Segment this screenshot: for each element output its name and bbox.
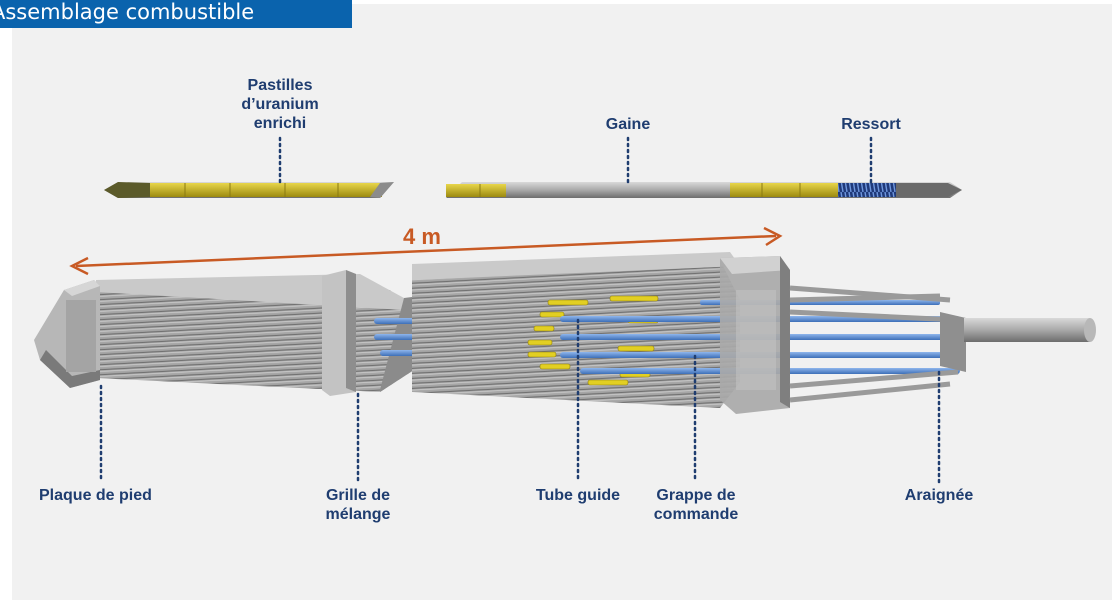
dimension-arrow (69, 226, 783, 276)
top-bundle (412, 252, 740, 408)
fuel-rod-left (104, 182, 394, 198)
spider-arms (789, 285, 959, 403)
label-spring: Ressort (841, 116, 901, 133)
label-pellets: Pastilles d’uranium enrichi (241, 77, 319, 132)
label-bottom-nozzle: Plaque de pied (39, 487, 152, 504)
top-nozzle (720, 256, 790, 414)
spider-shaft (940, 312, 1096, 372)
dimension-label: 4 m (403, 224, 441, 249)
label-guide-tube: Tube guide (535, 487, 621, 504)
label-mixing-grid: Grille de mélange (325, 487, 391, 523)
label-spider: Araignée (904, 487, 974, 504)
label-cladding: Gaine (605, 116, 651, 133)
title-tab: Assemblage combustible (0, 0, 352, 28)
bottom-nozzle (34, 280, 100, 388)
pellet-cluster (527, 295, 659, 386)
diagram-title: Assemblage combustible (0, 0, 255, 24)
leader-lines (99, 136, 941, 484)
mixing-grid (322, 270, 356, 396)
bottom-bundle (96, 274, 420, 392)
fuel-rod-right (446, 182, 962, 198)
label-control-cluster: Grappe de commande (653, 487, 739, 523)
